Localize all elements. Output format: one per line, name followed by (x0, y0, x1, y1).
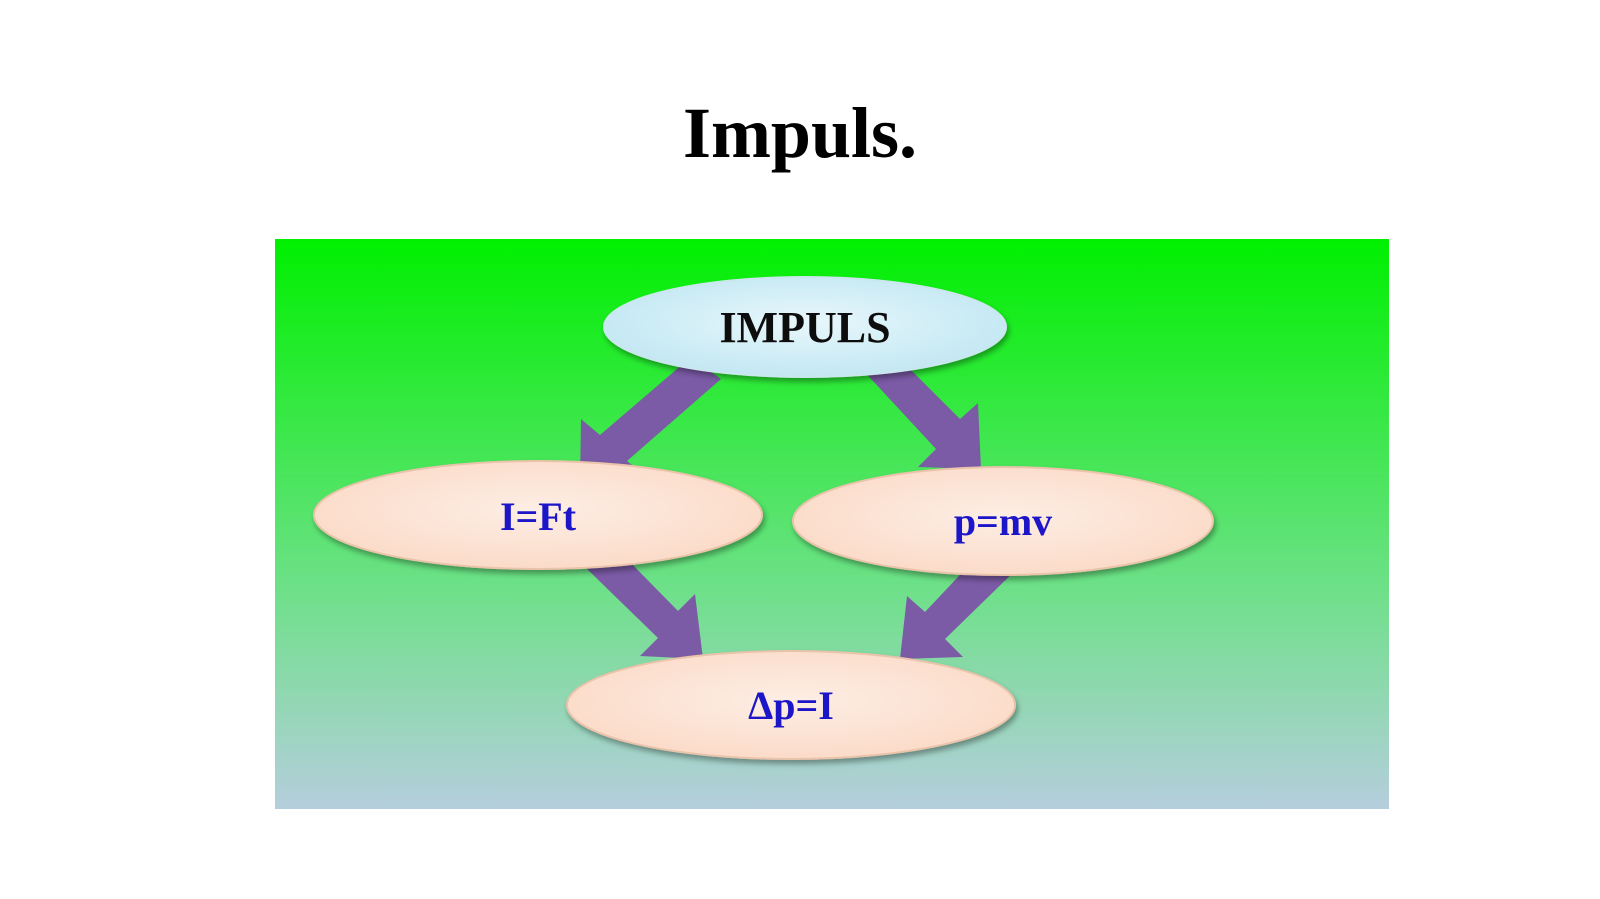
node-momentum-shape (792, 466, 1214, 576)
arrow-root-to-momentum (860, 349, 981, 469)
slide-title: Impuls. (682, 93, 918, 173)
node-result-formula: Δp=I (566, 650, 1016, 760)
node-momentum-formula: p=mv (792, 466, 1214, 576)
arrow-impulse-to-result (585, 549, 703, 659)
node-impulse-shape (313, 460, 763, 570)
node-root: IMPULS (603, 276, 1007, 378)
node-root-label: IMPULS (719, 303, 890, 352)
arrow-root-to-impulse (580, 357, 721, 482)
node-momentum-label: p=mv (954, 499, 1052, 544)
diagram-canvas: IMPULS I=Ft p=mv Δp=I (275, 239, 1389, 809)
node-impulse-label: I=Ft (500, 494, 577, 539)
node-result-shape (566, 650, 1016, 760)
node-impulse-formula: I=Ft (313, 460, 763, 570)
node-result-label: Δp=I (748, 683, 834, 728)
impulse-diagram: IMPULS I=Ft p=mv Δp=I (275, 239, 1389, 809)
node-root-shape (603, 276, 1007, 378)
